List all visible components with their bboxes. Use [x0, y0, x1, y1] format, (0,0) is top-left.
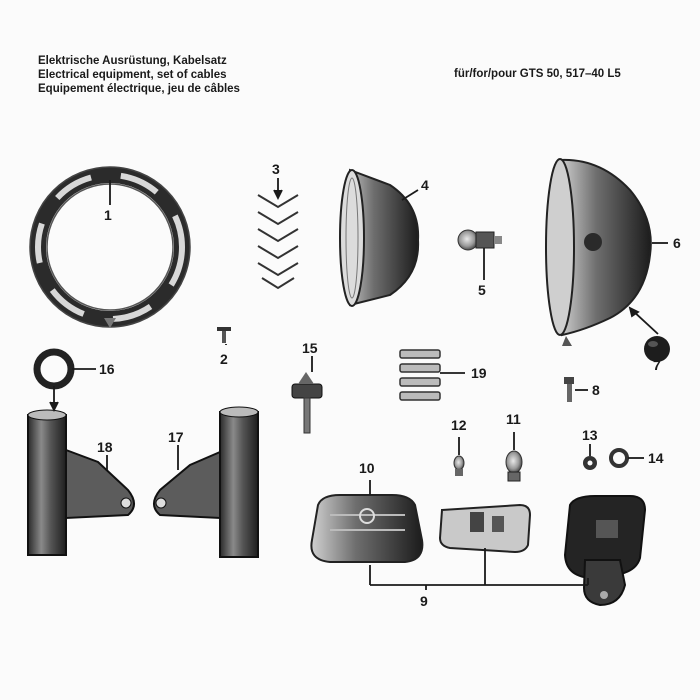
callout-5: 5: [478, 282, 486, 298]
callout-10: 10: [359, 460, 375, 476]
part-4-headlamp-insert: [339, 168, 420, 307]
callout-12: 12: [451, 417, 467, 433]
tail-light-housing: [563, 495, 647, 607]
callout-16: 16: [99, 361, 115, 377]
part-1-headlamp-rim: [29, 166, 191, 328]
part-13-washer: [583, 456, 597, 470]
part-7-rubber-cap: [644, 336, 670, 362]
callout-7: 7: [653, 357, 661, 373]
callout-1: 1: [104, 207, 112, 223]
callout-2: 2: [220, 351, 228, 367]
callout-3: 3: [272, 161, 280, 177]
title-de: Elektrische Ausrüstung, Kabelsatz: [38, 55, 227, 67]
callout-15: 15: [302, 340, 318, 356]
part-18-left-bracket: [27, 409, 135, 556]
callout-19: 19: [471, 365, 487, 381]
title-block: Elektrische Ausrüstung, Kabelsatz Electr…: [38, 54, 240, 96]
part-14-washer: [609, 448, 629, 468]
callout-4: 4: [421, 177, 429, 193]
part-6-headlamp-housing: [545, 158, 652, 346]
callout-9: 9: [420, 593, 428, 609]
part-17-right-bracket: [153, 406, 259, 558]
leader-lines: [49, 178, 668, 590]
part-8-bolt: [564, 377, 574, 402]
part-16-rubber-ring: [33, 348, 75, 390]
callout-6: 6: [673, 235, 681, 251]
callout-13: 13: [582, 427, 598, 443]
part-12-small-bulb: [453, 455, 465, 476]
part-15-switch: [291, 372, 323, 434]
part-5-bulb: [457, 229, 502, 251]
callout-11: 11: [506, 411, 521, 427]
title-fr: Equipement électrique, jeu de câbles: [38, 83, 240, 95]
part-10-tail-light-lens: [310, 494, 424, 563]
callout-18: 18: [97, 439, 113, 455]
title-en: Electrical equipment, set of cables: [38, 69, 227, 81]
part-19-cable-connectors: [399, 349, 441, 401]
part-2-screw: [217, 327, 231, 343]
callout-17: 17: [168, 429, 184, 445]
callout-8: 8: [592, 382, 600, 398]
model-label: für/for/pour GTS 50, 517–40 L5: [454, 68, 621, 80]
part-3-springs: [257, 194, 299, 290]
part-9-lamp-holder-plate: [438, 503, 532, 554]
part-11-bulb: [505, 450, 523, 482]
callout-14: 14: [648, 450, 664, 466]
